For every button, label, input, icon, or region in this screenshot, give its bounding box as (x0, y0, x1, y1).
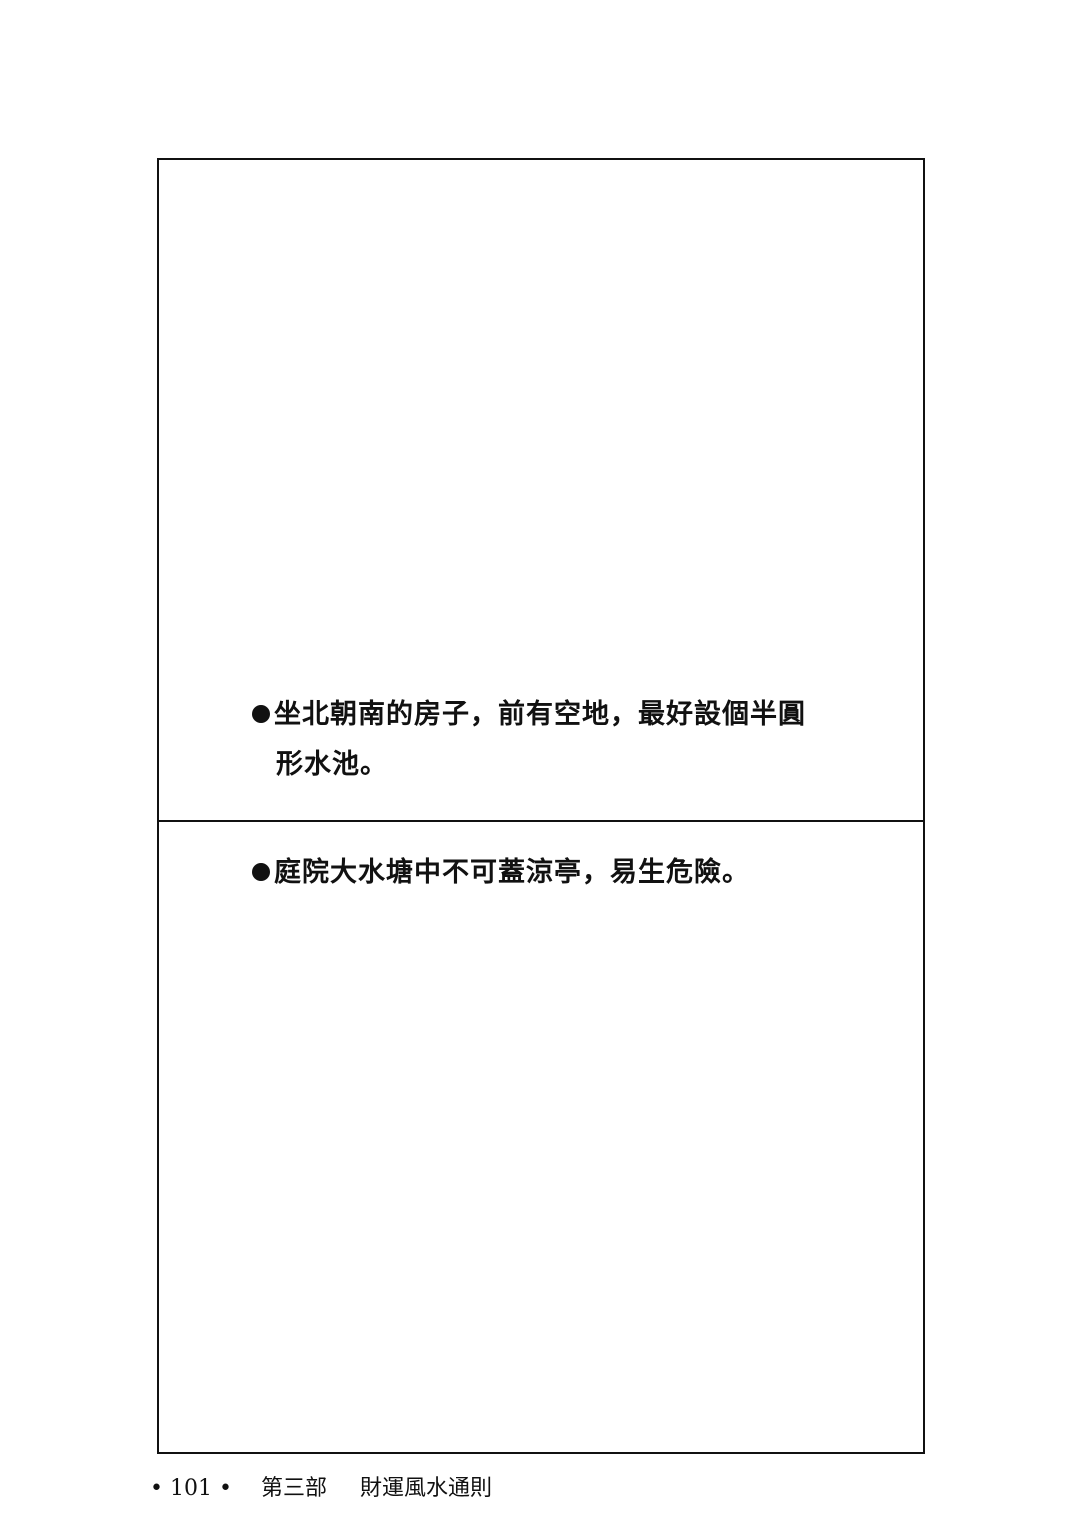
caption-bottom: 庭院大水塘中不可蓋涼亭，易生危險。 (252, 848, 852, 898)
page-number: • 101 • (150, 1476, 232, 1501)
caption-top-line1: 坐北朝南的房子，前有空地，最好設個半圓 (274, 699, 806, 730)
page-frame (157, 158, 925, 1454)
bullet-icon (252, 704, 270, 723)
panel-divider (157, 820, 925, 822)
caption-top-line2: 形水池。 (276, 749, 388, 780)
footer-chapter: 財運風水通則 (359, 1476, 492, 1501)
footer-part: 第三部 (260, 1476, 327, 1501)
bullet-icon (252, 862, 270, 881)
caption-bottom-text: 庭院大水塘中不可蓋涼亭，易生危險。 (274, 857, 750, 888)
page-footer: • 101 • 第三部 財運風水通則 (150, 1470, 492, 1502)
caption-top: 坐北朝南的房子，前有空地，最好設個半圓 形水池。 (252, 690, 852, 790)
